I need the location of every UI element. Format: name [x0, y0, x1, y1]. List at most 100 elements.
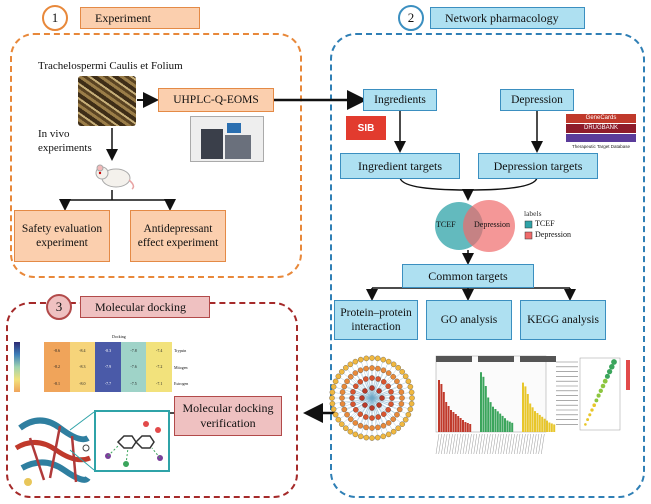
ppi-node: [385, 383, 391, 389]
ppi-node: [339, 369, 345, 375]
mouse-svg: [95, 164, 135, 190]
legend-swatch-tcef: [524, 220, 533, 229]
ppi-node: [363, 376, 369, 382]
kegg-bubble: [598, 388, 603, 393]
go-tick-label: [508, 433, 513, 455]
ppi-node: [359, 395, 365, 401]
ingredient-targets-box: Ingredient targets: [340, 153, 460, 179]
ppi-edge: [371, 372, 389, 399]
heatmap-row-label: Trypsin: [174, 348, 187, 353]
depression-text: Depression: [511, 93, 563, 106]
uhplc-box: UHPLC-Q-EOMS: [158, 88, 274, 112]
instrument-module: [225, 135, 251, 159]
ppi-edge: [360, 397, 373, 426]
ppi-node: [329, 395, 335, 401]
kegg-bubble: [596, 393, 601, 398]
go-panel-header: [478, 356, 514, 362]
ppi-node: [396, 406, 403, 413]
section3-number-text: 3: [55, 299, 63, 314]
ppi-node: [380, 433, 387, 440]
go-bar: [452, 412, 455, 432]
ppi-node: [376, 402, 382, 408]
instrument-image: [190, 116, 264, 162]
go-bar: [492, 406, 494, 432]
section2-title-text: Network pharmacology: [445, 10, 559, 25]
go-bar: [522, 382, 524, 432]
ppi-edge: [371, 397, 379, 418]
heatmap-row-label: Mitogen: [174, 364, 188, 370]
venn-left-label: TCEF: [436, 220, 456, 229]
go-tick-label: [457, 433, 461, 455]
go-tick-label: [514, 433, 518, 455]
ppi-edge: [346, 397, 373, 415]
go-bar: [534, 411, 536, 432]
safety-text: Safety evaluation experiment: [21, 222, 103, 249]
sib-logo: SIB: [346, 116, 386, 140]
go-bar: [536, 413, 539, 432]
go-tick-label: [492, 433, 496, 455]
kegg-bubble: [604, 373, 610, 379]
ppi-node: [385, 370, 392, 376]
heatmap-cell: -8.0: [69, 375, 96, 392]
go-bar: [450, 410, 452, 432]
go-bar: [480, 372, 482, 432]
go-bar: [489, 402, 492, 432]
ppi-edge: [371, 397, 398, 415]
ppi-node: [402, 373, 409, 380]
ppi-node: [375, 414, 381, 420]
ppi-node: [379, 395, 385, 401]
ppi-node: [332, 411, 339, 418]
ppi-node: [396, 383, 403, 390]
go-tick-label: [497, 433, 502, 455]
purple-logo: [566, 134, 636, 142]
kegg-bubble: [606, 368, 613, 375]
ppi-node: [381, 411, 387, 417]
kegg-colorbar: [626, 360, 630, 390]
ppi-node: [385, 407, 391, 413]
safety-box: Safety evaluation experiment: [14, 210, 110, 262]
go-tick-label: [484, 433, 488, 455]
ppi-node: [348, 416, 354, 422]
kegg-bubble: [600, 383, 606, 389]
ppi-node: [341, 406, 348, 413]
go-bar: [501, 415, 504, 432]
ppi-node: [357, 422, 364, 429]
ppi-edge: [371, 397, 402, 404]
ppi-node: [339, 389, 346, 395]
ingredient-targets-text: Ingredient targets: [357, 158, 443, 173]
ingredients-box: Ingredients: [363, 89, 437, 111]
heatmap-cell: -7.4: [146, 342, 172, 359]
ppi-node: [353, 407, 359, 413]
heatmap-cell: -7.5: [120, 375, 147, 392]
venn-legend-depression: Depression: [535, 230, 571, 239]
go-panel-header: [520, 356, 556, 362]
go-bar: [457, 416, 460, 432]
go-bar: [529, 403, 532, 432]
ppi-node: [390, 374, 396, 380]
ppi-node: [402, 416, 409, 423]
go-bar: [482, 376, 485, 432]
go-tick-label: [478, 433, 483, 455]
go-tick-label: [524, 433, 529, 455]
ppi-node: [349, 395, 355, 401]
go-bar: [543, 418, 546, 432]
go-bar: [531, 407, 534, 432]
go-bar: [494, 409, 497, 432]
venn-circle-depression: [463, 200, 515, 252]
go-tick-label: [473, 433, 478, 455]
ppi-node: [385, 431, 392, 438]
ppi-node: [357, 433, 364, 440]
go-bar: [462, 420, 464, 432]
heatmap-cell: -8.6: [44, 342, 70, 359]
heatmap-cell: -7.2: [146, 358, 172, 376]
experiment-panel: [10, 33, 302, 278]
ppi-node: [350, 401, 356, 407]
go-bar: [445, 402, 448, 432]
go-tick-label: [465, 433, 469, 455]
ppi-node: [347, 361, 354, 368]
ppi-node: [363, 365, 369, 372]
ppi-edge: [365, 378, 373, 399]
ppi-node: [343, 425, 349, 431]
go-box: GO analysis: [426, 300, 512, 340]
ppi-edge: [366, 397, 373, 438]
